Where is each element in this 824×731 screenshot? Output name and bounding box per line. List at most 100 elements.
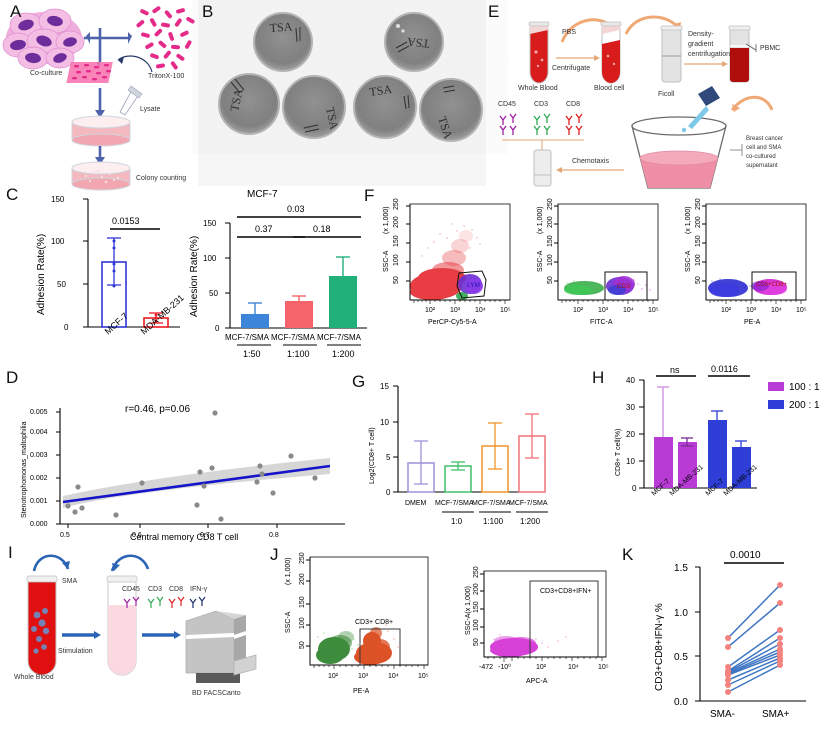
svg-text:15: 15 [380,382,389,391]
panel-k-pvalue: 0.0010 [730,550,761,561]
panel-c-right-pvalue-top: 0.03 [287,204,305,214]
panel-c-left-yticks: 0 50 100 150 [51,195,88,332]
pipette-icon [119,85,143,116]
svg-text:0.7: 0.7 [200,532,210,539]
panel-f-xtick-3-0: 10² [721,307,732,314]
blood-cell-label: Blood cell [594,85,625,92]
panel-j-xtick-2-3: 10⁴ [568,664,579,671]
density-label-3: centrifugation [688,51,730,58]
panel-c-left-bar-mcf7 [101,237,127,328]
svg-text:100: 100 [299,617,306,629]
pbmc-label: PBMC [760,45,780,52]
svg-text:200: 200 [547,216,554,228]
panel-d-xlabel: Central memory CD8 T cell [130,532,239,542]
panel-h-bar-1 [678,437,697,488]
svg-text:TSA: TSA [269,19,293,35]
panel-e: E Whole Blood PBS Centrifugate Blood cel… [484,0,824,189]
panel-g-ratio-1: 1:0 [451,517,463,526]
panel-g-bar-2 [481,422,509,493]
whole-blood-label: Whole Blood [518,85,558,92]
panel-h-yticks: 0 10 20 30 40 [626,376,644,493]
panel-h-chart: 0 10 20 30 40 CD8+ T cell(%) [615,364,820,497]
panel-d: D r=0.46, p=0.06 0.000 0.001 0.002 0.003… [0,368,358,542]
panel-i-antibody-markers: CD45 CD3 CD8 IFN-γ [122,586,208,608]
svg-text:250: 250 [473,566,480,578]
panel-f-xtick-1-1: 10³ [450,307,461,314]
panel-f-yunit-1: (x 1,000) [383,206,390,234]
panel-k-chart: 0.0 0.5 1.0 1.5 CD3+CD8+IFN-γ % [654,550,806,720]
panel-c-right-pvalue-left: 0.37 [255,224,273,234]
panel-j-xtick-2-0: -472 [479,664,493,671]
panel-j: J [268,545,618,731]
panel-d-letter: D [6,368,19,387]
chemotaxis-tube-icon [533,149,552,187]
lysate-label: Lysate [140,106,160,113]
panel-c-letter: C [6,185,19,204]
svg-text:200: 200 [473,583,480,595]
pbmc-tube-icon [728,25,757,83]
svg-text:250: 250 [547,198,554,210]
panel-i-sma-label: SMA [62,578,78,585]
panel-c-right-ratio-0: 1:50 [243,349,261,359]
panel-c-right-bar-1 [285,295,313,328]
panel-j-letter: J [270,545,279,564]
panel-g: G 0 5 10 15 Log2(CD8+ T cell) [352,372,552,542]
panel-g-ylabel: Log2(CD8+ T cell) [369,427,376,484]
panel-f-xlabel-1: PerCP-Cy5-5-A [428,319,477,326]
cd45-antibody-icon [499,113,517,135]
scatter-points [65,410,318,522]
cancer-cell-cluster-icon [2,8,85,70]
svg-text:TSA: TSA [323,106,341,131]
svg-text:0: 0 [386,488,391,497]
panel-a-letter: A [10,2,22,21]
svg-text:50: 50 [473,638,480,646]
panel-i: I Whole Blood SMA Stimulation [0,543,272,731]
supernatant-label-2: cell and SMA [746,145,781,151]
supernatant-label-3: co-cultured [746,154,776,160]
cd45-label: CD45 [498,101,516,108]
svg-text:0.001: 0.001 [30,498,48,505]
panel-f-plot-3: CD3+CD8+ 50 100 150 200 250 SSC-A (x 1,0… [685,198,807,326]
panel-j-xtick-1-0: 10² [328,673,339,680]
panel-f-xtick-3-2: 10⁴ [771,307,782,314]
panel-g-ratio-3: 1:200 [520,517,541,526]
panel-i-cd8-label: CD8 [169,586,183,593]
panel-h-pvalue-right: 0.0116 [711,364,738,374]
culture-dish-2-icon [71,161,131,191]
panel-j-xlabel-1: PE-A [353,688,370,695]
svg-text:0.8: 0.8 [269,532,279,539]
panel-h-letter: H [592,368,605,387]
cd8-antibody-icon [565,113,583,135]
svg-text:5: 5 [386,453,391,462]
panel-c-right-bar-0 [241,302,269,328]
panel-k-points-smaneg [725,635,731,695]
svg-text:150: 150 [299,596,306,608]
panel-k-yticks: 0.0 0.5 1.0 1.5 [674,563,700,708]
panel-j-xlabel-2: APC-A [526,678,548,685]
panel-h-pvalue-left: ns [670,365,680,375]
panel-f-xtick-3-1: 10³ [746,307,757,314]
panel-f-gate-1: LYM [467,282,480,289]
svg-text:100: 100 [547,254,554,266]
facs-instrument-icon [185,610,257,683]
svg-text:150: 150 [695,235,702,247]
panel-j-ylabel-2: SSC-A(x 1,000) [465,586,472,635]
pbs-label: PBS [562,29,576,36]
panel-j-gate-1: CD3+ CD8+ [355,619,393,626]
stimulated-tube-icon [106,575,138,676]
panel-c-left-ylabel: Adhesion Rate(%) [36,234,47,315]
panel-c: C 0 50 100 150 Adhesion Rate(%) [0,185,367,375]
panel-g-cat-1: MCF-7/SMA [435,500,474,507]
svg-text:TSA: TSA [368,82,393,99]
panel-a: A [0,0,200,191]
panel-d-xticks: 0.5 0.6 0.7 0.8 [60,524,279,539]
panel-f-ylabel-2: SSC-A [537,250,544,272]
panel-j-xtick-2-2: 10² [536,664,547,671]
panel-d-annotation: r=0.46, p=0.06 [125,404,190,415]
svg-text:1.5: 1.5 [674,563,688,574]
panel-d-scatter: r=0.46, p=0.06 0.000 0.001 0.002 0.003 0… [21,404,345,539]
panel-c-right-cat-0: MCF-7/SMA [225,333,270,342]
svg-text:30: 30 [626,403,635,412]
svg-text:0: 0 [215,324,220,333]
panel-c-right-ratio-1: 1:100 [287,349,310,359]
